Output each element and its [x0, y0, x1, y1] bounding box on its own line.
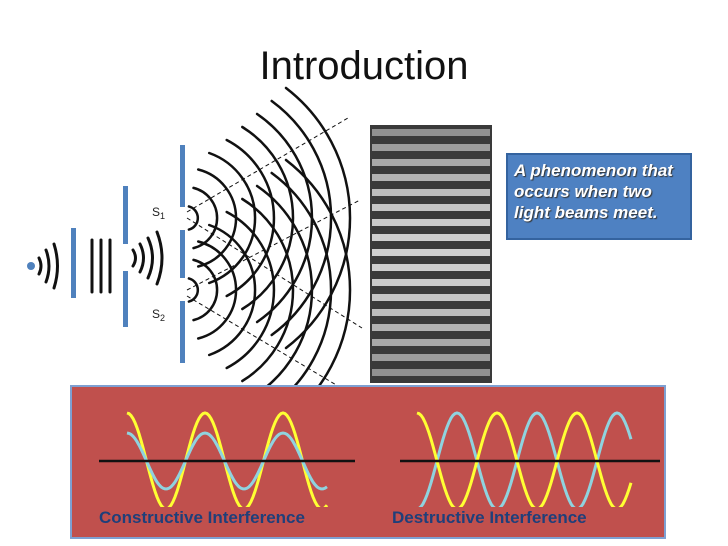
bright-fringe [372, 309, 490, 316]
wavefront-arc [207, 151, 257, 285]
slit-label-s2: S2 [152, 307, 165, 323]
interference-waves [99, 411, 660, 511]
destructive-component-wave-b [416, 411, 633, 511]
bright-fringe [372, 219, 490, 226]
bright-fringe [372, 294, 490, 301]
bright-fringe [372, 369, 490, 376]
double-slit-barrier-bottom [180, 301, 185, 363]
wavefront-arc [207, 223, 257, 357]
destructive-interference-label: Destructive Interference [392, 508, 587, 527]
fringe-pattern-image [370, 125, 492, 383]
wavefront-arc [225, 138, 276, 298]
double-slit-barrier-middle [180, 230, 185, 278]
bright-fringe [372, 249, 490, 256]
destructive-waves [416, 411, 633, 511]
bright-fringe [372, 234, 490, 241]
wavefront-arc [192, 258, 219, 322]
wavefront-arc [241, 125, 295, 311]
constructive-interference-label: Constructive Interference [99, 508, 305, 527]
double-slit-barrier-top [180, 145, 185, 207]
slide-title: Introduction [259, 44, 469, 88]
interference-panel: Constructive Interference Destructive In… [70, 385, 666, 539]
bright-fringe [372, 129, 490, 136]
source-barrier [71, 228, 76, 298]
slit-wavefront-arcs [187, 86, 352, 422]
bright-fringe [372, 354, 490, 361]
bright-fringe [372, 339, 490, 346]
wavefront-arc [255, 184, 314, 396]
dashed-envelope-lines [186, 117, 363, 393]
bright-fringe [372, 204, 490, 211]
bright-fringe [372, 174, 490, 181]
bright-fringe [372, 159, 490, 166]
incoming-wavefront-arcs [37, 230, 164, 294]
light-source-dot [27, 262, 35, 270]
wavefront-arc [187, 277, 199, 303]
bright-fringe [372, 279, 490, 286]
bright-fringe [372, 189, 490, 196]
constructive-sum-wave [126, 411, 329, 511]
constructive-component-wave [126, 431, 328, 491]
wavefront-arc [196, 240, 238, 340]
wavefront-arc [270, 171, 333, 409]
destructive-component-wave-a [416, 411, 633, 511]
bright-fringe [372, 144, 490, 151]
constructive-waves [126, 411, 329, 511]
single-slit-barrier-top [123, 186, 128, 244]
single-slit-barrier-bottom [123, 271, 128, 327]
bright-fringe [372, 324, 490, 331]
wavefront-arc [225, 210, 276, 370]
bright-fringe [372, 264, 490, 271]
slit-label-s1: S1 [152, 205, 165, 221]
wavefront-arc [284, 86, 352, 350]
wavefront-arc [187, 205, 199, 231]
wavefront-arc [284, 158, 352, 422]
definition-callout: A phenomenon that occurs when two light … [506, 153, 692, 240]
wavefront-arc [270, 99, 333, 337]
wavefront-arc [241, 197, 295, 383]
